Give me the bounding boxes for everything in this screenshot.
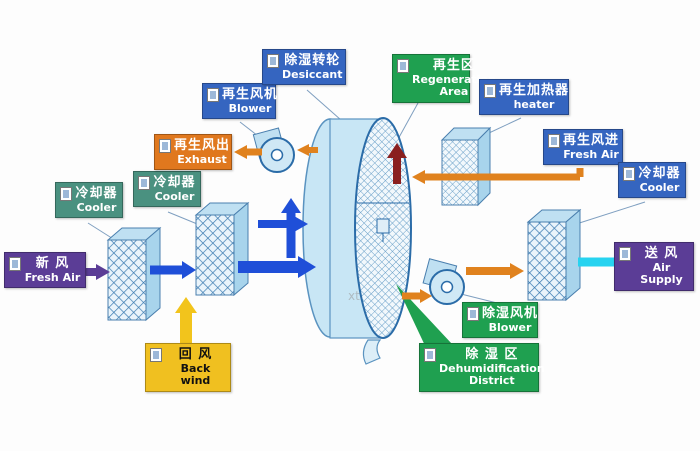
leader-desiccant <box>306 89 342 121</box>
fresh-air-in-zh: 新 风 <box>35 256 70 271</box>
leader-regen-area <box>396 102 419 142</box>
regen-blower-zh: 再生风机 <box>222 87 279 102</box>
label-regen-fresh-air: 再生风进 Fresh Air <box>543 129 623 166</box>
picture-icon <box>548 134 560 148</box>
regen-through-wheel-arrowhead <box>387 143 407 158</box>
label-cooler-1: 冷却器 Cooler <box>55 182 123 219</box>
dehum-fan <box>422 258 465 305</box>
bypass-up-arrowhead <box>281 198 301 213</box>
picture-icon <box>207 88 219 102</box>
cooler-1-en: Cooler <box>76 200 117 214</box>
dehum-blower-zh: 除湿风机 <box>482 306 539 321</box>
to-wheel-arrowhead <box>298 256 316 278</box>
back-wind-en: Back wind <box>180 361 211 388</box>
picture-icon <box>138 176 150 190</box>
label-dehum-district: 除 湿 区 Dehumidification District <box>419 343 545 392</box>
leader-cooler-right <box>569 201 646 227</box>
picture-icon <box>60 187 72 201</box>
wheel-hub <box>376 218 390 234</box>
cooler-block-right <box>526 208 582 302</box>
dehum-blower-en: Blower <box>488 320 532 334</box>
back-wind-zh: 回 风 <box>178 347 213 362</box>
label-regen-area: 再生区 Regeneration Area <box>392 54 496 103</box>
desiccant-en: Desiccant <box>282 67 343 81</box>
cooler-right-en: Cooler <box>639 180 680 194</box>
label-heater: 再生加热器 heater <box>479 79 570 116</box>
air-supply-en: Air Supply <box>640 260 683 287</box>
dehum-fan-hub <box>440 280 454 294</box>
picture-icon <box>623 167 635 181</box>
cooler-1-zh: 冷却器 <box>75 186 118 201</box>
picture-icon <box>267 54 279 68</box>
cooler-2-zh: 冷却器 <box>153 175 196 190</box>
heater-zh: 再生加热器 <box>499 83 570 98</box>
back-wind-arrowhead <box>175 297 197 313</box>
picture-icon <box>467 307 479 321</box>
heater-en: heater <box>513 97 555 111</box>
label-back-wind: 回 风 Back wind <box>145 343 231 392</box>
label-cooler-2: 冷却器 Cooler <box>133 171 201 208</box>
cooler-block-2 <box>194 201 250 297</box>
exhaust-arrowhead <box>234 145 247 159</box>
cooler-block-1 <box>106 226 162 322</box>
label-regen-blower: 再生风机 Blower <box>202 83 279 120</box>
dehum-district-pointer <box>396 284 452 352</box>
bypass-right-arrowhead <box>294 216 308 232</box>
regen-fresh-air-en: Fresh Air <box>563 147 619 161</box>
exhaust-zh: 再生风出 <box>174 138 231 153</box>
fresh-air-arrowhead <box>96 264 110 280</box>
regen-inlet-arrowhead <box>412 170 425 184</box>
label-exhaust: 再生风出 Exhaust <box>154 134 232 171</box>
regen-air-arrows <box>234 143 584 184</box>
desiccant-zh: 除湿转轮 <box>284 53 341 68</box>
wheel-seal-sheet <box>362 339 382 365</box>
cooler-right-zh: 冷却器 <box>638 166 681 181</box>
regen-blower-en: Blower <box>228 101 272 115</box>
picture-icon <box>397 59 409 73</box>
watermark-text: xt <box>348 289 360 303</box>
label-air-supply: 送 风 Air Supply <box>614 242 694 291</box>
wheel-to-regen-fan-arrowhead <box>297 144 309 156</box>
picture-icon <box>619 247 631 261</box>
dehum-district-zh: 除 湿 区 <box>465 347 519 362</box>
leader-lines <box>87 89 646 304</box>
leader-dehum-blower <box>460 293 498 304</box>
dehum-district-en: Dehumidification District <box>439 361 545 388</box>
regen-fan-hub <box>270 148 284 162</box>
picture-icon <box>424 348 436 362</box>
label-fresh-air-in: 新 风 Fresh Air <box>4 252 86 289</box>
heater-block <box>440 126 492 207</box>
picture-icon <box>9 257 21 271</box>
picture-icon <box>159 139 171 153</box>
label-desiccant: 除湿转轮 Desiccant <box>262 49 346 86</box>
wheel-to-fan-arrowhead <box>420 289 432 303</box>
exhaust-en: Exhaust <box>177 152 227 166</box>
cooler1-to-cooler2-arrowhead <box>182 261 196 279</box>
regen-area-zh: 再生区 <box>432 58 475 73</box>
label-cooler-right: 冷却器 Cooler <box>618 162 686 199</box>
fresh-air-in-en: Fresh Air <box>24 270 81 284</box>
label-dehum-blower: 除湿风机 Blower <box>462 302 539 339</box>
picture-icon <box>150 348 162 362</box>
air-supply-zh: 送 风 <box>644 246 679 261</box>
regen-fresh-air-zh: 再生风进 <box>563 133 620 148</box>
cooler-2-en: Cooler <box>154 189 195 203</box>
picture-icon <box>484 84 496 98</box>
fan-to-cooler-arrowhead <box>510 263 524 279</box>
regen-area-en: Regeneration Area <box>412 72 496 99</box>
